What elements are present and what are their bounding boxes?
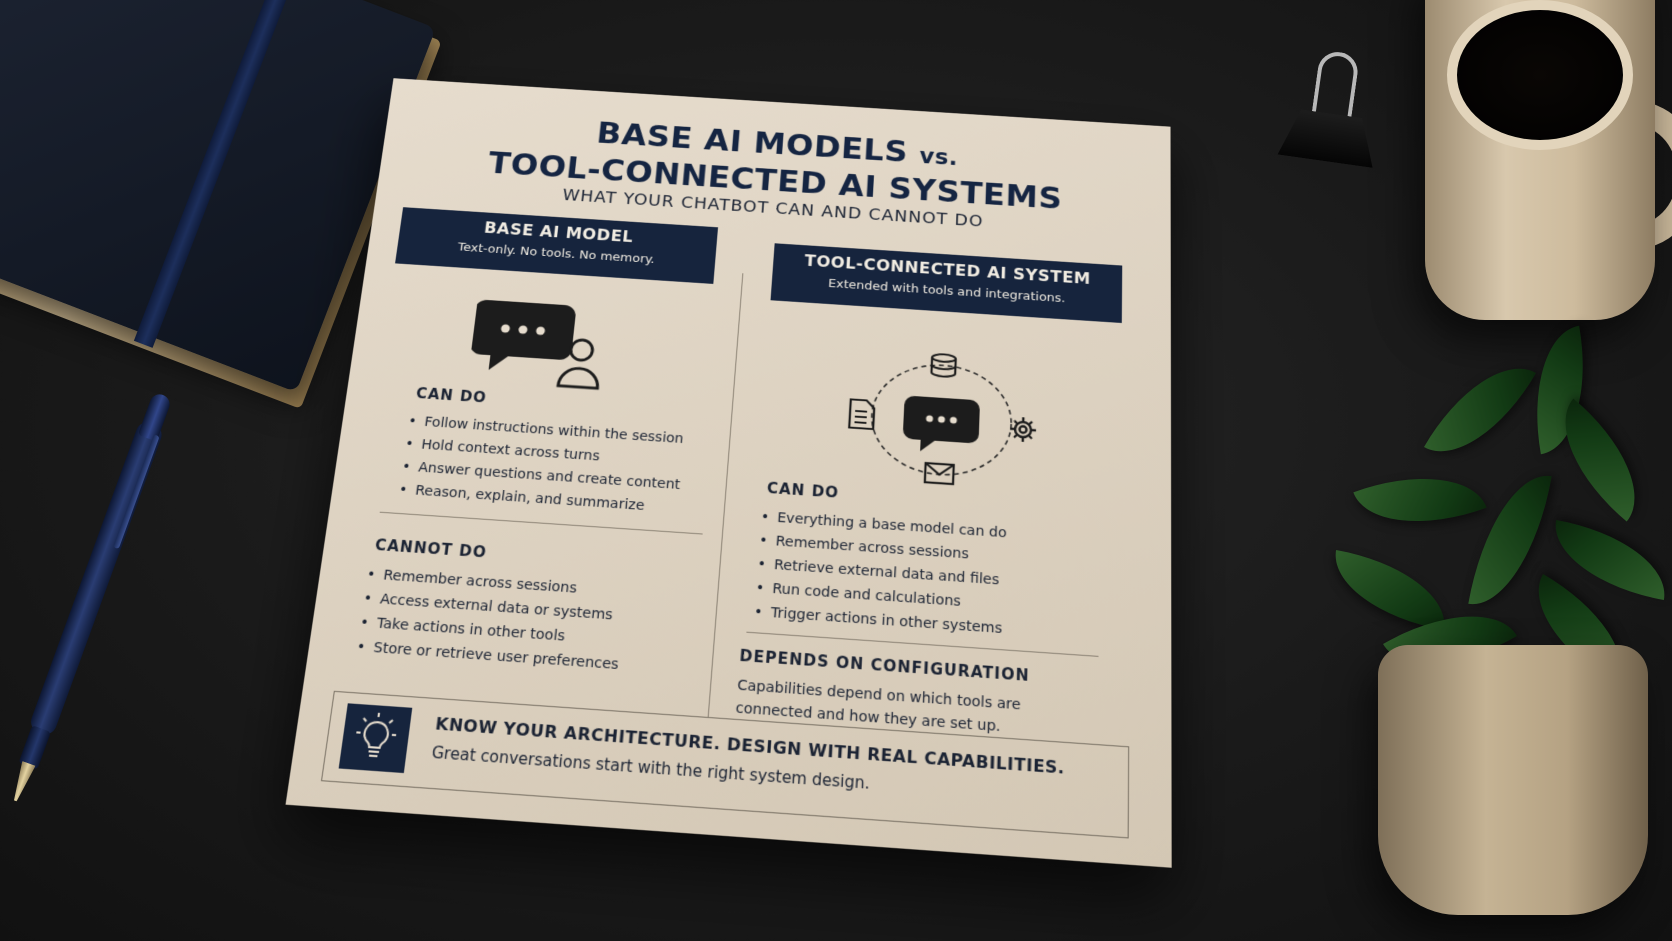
tool-system-header: TOOL-CONNECTED AI SYSTEM Extended with t… bbox=[770, 243, 1123, 324]
title-vs: vs. bbox=[919, 144, 959, 171]
tool-can-do-list: Everything a base model can do Remember … bbox=[753, 505, 1007, 641]
poster-sheet: BASE AI MODELS vs. TOOL-CONNECTED AI SYS… bbox=[285, 78, 1172, 868]
base-cannot-do-list: Remember across sessions Access external… bbox=[355, 562, 627, 677]
base-can-do-list: Follow instructions within the session H… bbox=[397, 410, 685, 520]
base-cannot-do-title: CANNOT DO bbox=[373, 536, 488, 562]
lightbulb-icon bbox=[338, 703, 413, 774]
potted-plant bbox=[1325, 325, 1672, 941]
tool-can-do-title: CAN DO bbox=[766, 479, 840, 502]
coffee bbox=[1447, 0, 1633, 150]
chat-hub-tools-icon bbox=[838, 343, 1043, 501]
chat-bubble-user-icon bbox=[467, 292, 615, 396]
pen bbox=[0, 391, 175, 813]
binder-clip bbox=[1276, 46, 1392, 179]
coffee-mug bbox=[1425, 0, 1672, 320]
base-model-header: BASE AI MODEL Text-only. No tools. No me… bbox=[395, 207, 719, 284]
plant-pot bbox=[1378, 645, 1648, 915]
base-can-do-title: CAN DO bbox=[415, 384, 488, 407]
column-divider bbox=[707, 273, 744, 717]
